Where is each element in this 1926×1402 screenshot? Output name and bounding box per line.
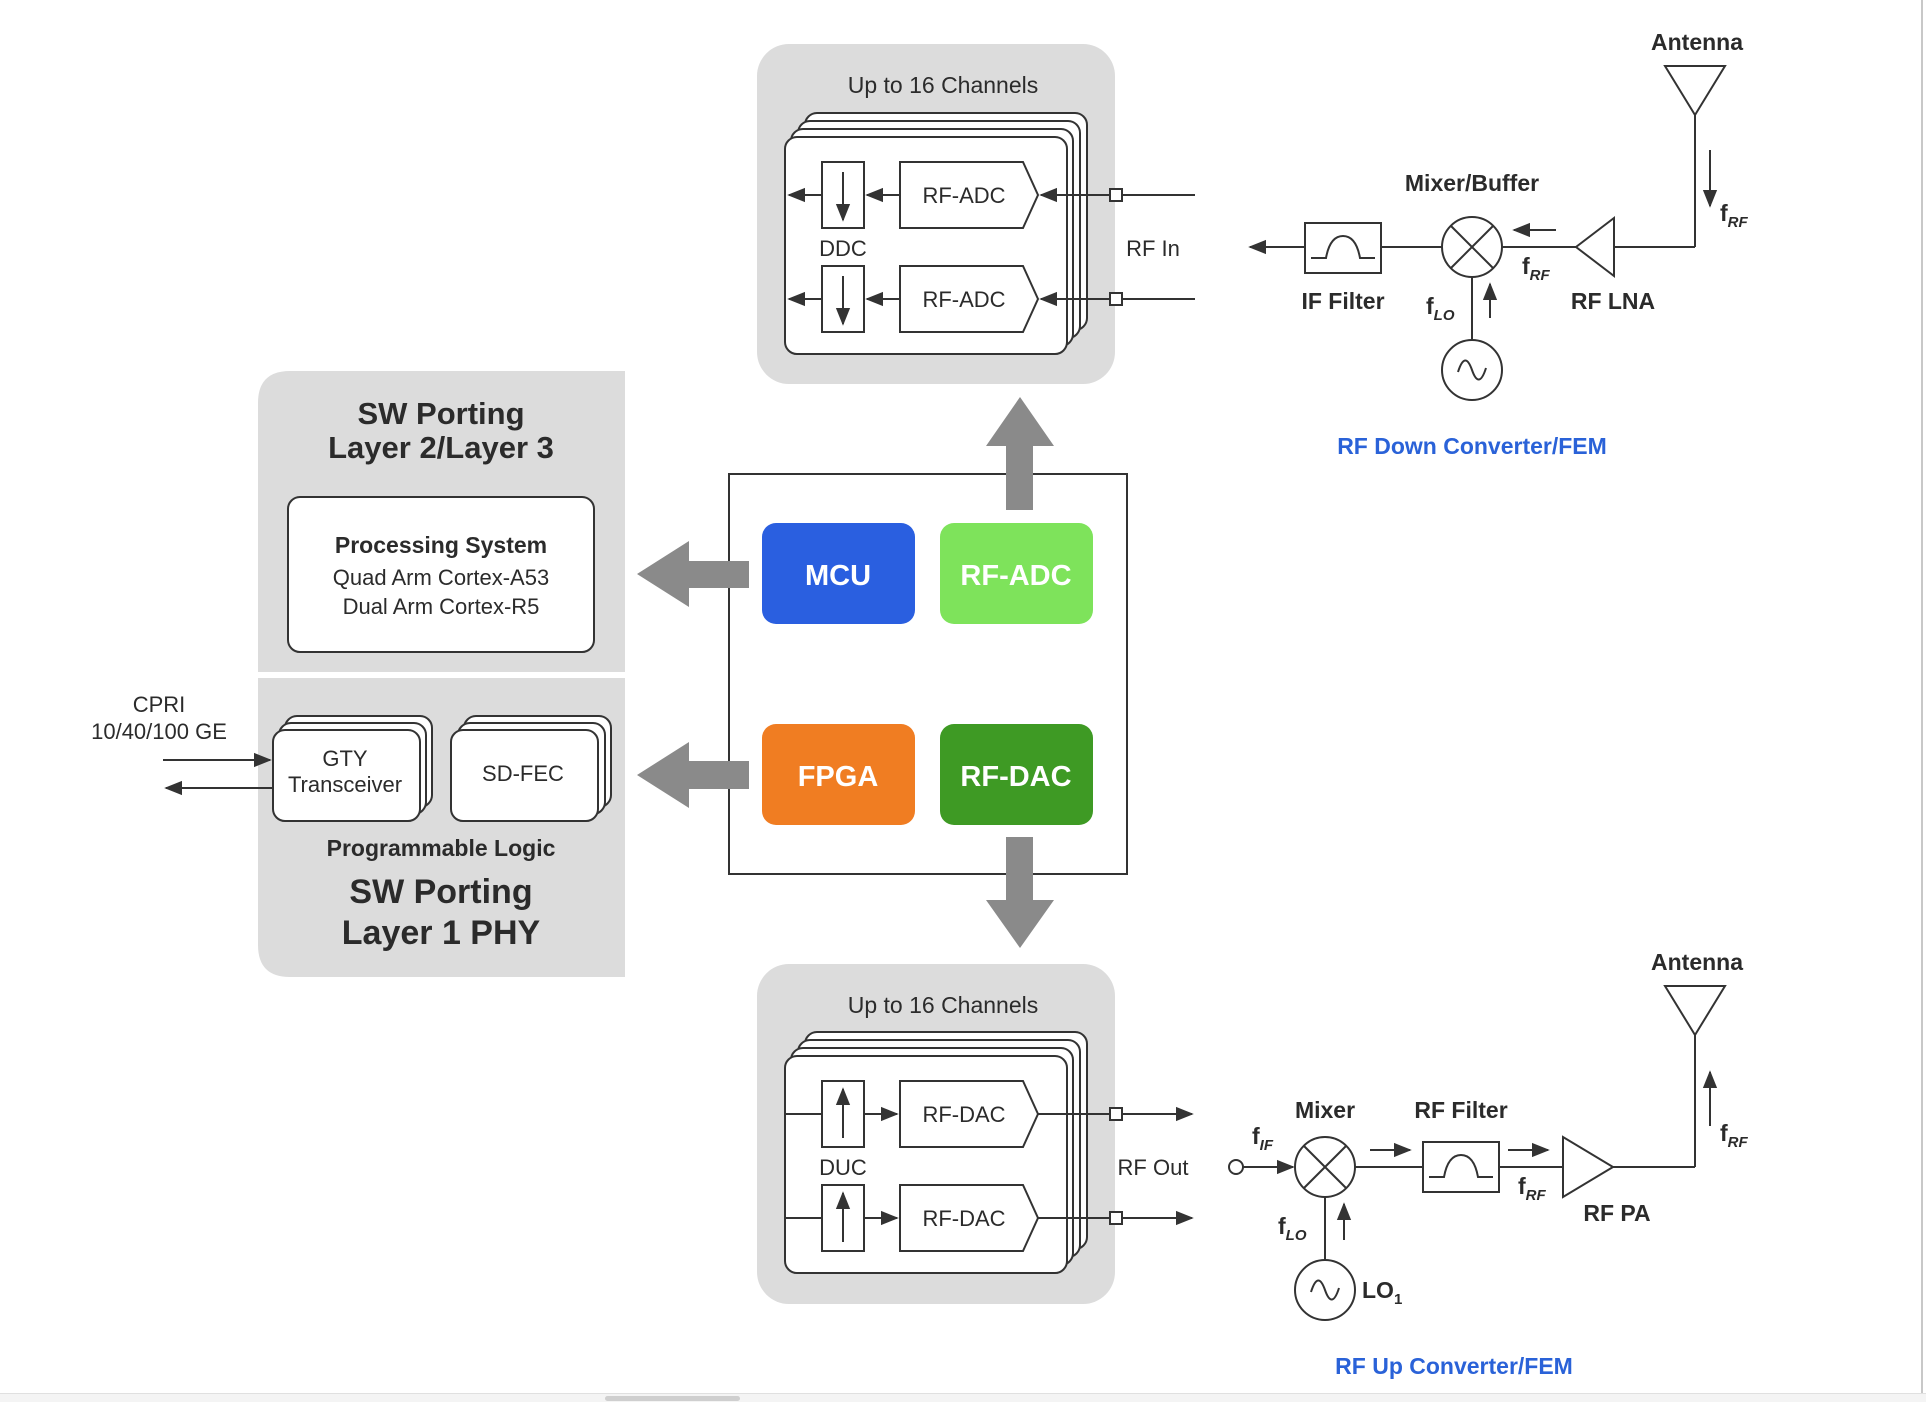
f-rf-label-antenna-tx: fRF [1720, 1120, 1749, 1151]
sd-fec-label: SD-FEC [482, 761, 564, 786]
rf-adc-block-2-label: RF-ADC [922, 287, 1005, 312]
cpri-line1: CPRI [133, 692, 186, 717]
dac-channels-panel: Up to 16 Channels DUC RF-DAC RF-DAC RF O… [757, 964, 1194, 1304]
dac-channels-title: Up to 16 Channels [848, 992, 1039, 1018]
sd-fec-box [450, 729, 599, 822]
processing-system-box [287, 496, 595, 653]
rf-pa-label: RF PA [1583, 1200, 1650, 1226]
mcu-label: MCU [805, 560, 871, 592]
arrow-left-to-pl [637, 742, 749, 808]
soc-box: MCU RF-ADC FPGA RF-DAC [728, 473, 1128, 875]
rf-in-label: RF In [1126, 236, 1180, 261]
rf-down-converter: IF Filter Mixer/Buffer fLO fRF RF LNA An… [1248, 29, 1749, 459]
cpri-interface: CPRI 10/40/100 GE [91, 692, 273, 796]
rf-up-converter-caption: RF Up Converter/FEM [1335, 1353, 1573, 1379]
if-filter-label: IF Filter [1301, 288, 1384, 314]
rf-adc-chip-label: RF-ADC [960, 560, 1071, 592]
sw-layer23-title-line1: SW Porting [357, 396, 524, 431]
rf-pa-icon [1562, 1135, 1615, 1199]
rf-dac-chip [940, 724, 1093, 825]
f-rf-label-mixer: fRF [1522, 253, 1551, 284]
arrow-up-to-adc [986, 397, 1054, 510]
arrow-left-to-ps [637, 541, 749, 607]
sw-layer1-title-line1: SW Porting [349, 873, 532, 911]
if-input-port [1228, 1159, 1244, 1175]
if-filter-block [1304, 222, 1382, 274]
sw-layer23-title-line2: Layer 2/Layer 3 [328, 430, 554, 465]
mixer-label: Mixer [1295, 1097, 1355, 1123]
f-rf-label-pa: fRF [1518, 1173, 1547, 1204]
antenna-label-tx: Antenna [1651, 949, 1743, 975]
sw-layer1-panel: GTY Transceiver SD-FEC Programmable Logi… [258, 678, 625, 977]
rf-adc-block-1-label: RF-ADC [922, 183, 1005, 208]
programmable-logic-label: Programmable Logic [327, 835, 556, 861]
fpga-label: FPGA [798, 761, 879, 793]
f-lo-label: fLO [1426, 293, 1455, 324]
processing-system-line2: Dual Arm Cortex-R5 [343, 594, 540, 619]
rf-adc-chip [940, 523, 1093, 624]
mcu-chip [762, 523, 915, 624]
rf-down-converter-caption: RF Down Converter/FEM [1337, 433, 1607, 459]
sw-layer1-title-line2: Layer 1 PHY [342, 914, 541, 952]
rf-adc-block-2 [899, 265, 1040, 333]
cpri-line2: 10/40/100 GE [91, 719, 227, 744]
antenna-icon-tx [1663, 985, 1727, 1037]
sw-layer23-panel: SW Porting Layer 2/Layer 3 Processing Sy… [258, 371, 625, 672]
processing-system-line1: Quad Arm Cortex-A53 [333, 565, 549, 590]
rf-filter-block [1422, 1141, 1500, 1193]
gty-line2: Transceiver [288, 772, 402, 797]
f-rf-label-antenna-rx: fRF [1720, 200, 1749, 231]
rf-dac-block-1-label: RF-DAC [922, 1102, 1005, 1127]
fpga-chip [762, 724, 915, 825]
antenna-label-rx: Antenna [1651, 29, 1743, 55]
horizontal-scrollbar[interactable] [0, 1393, 1926, 1402]
rf-dac-block-2 [899, 1184, 1040, 1252]
adc-channels-title: Up to 16 Channels [848, 72, 1039, 98]
gty-line1: GTY [322, 746, 368, 771]
gty-transceiver-box [272, 729, 421, 822]
mixer-buffer-label: Mixer/Buffer [1405, 170, 1539, 196]
rf-lna-label: RF LNA [1571, 288, 1655, 314]
arrow-down-to-dac [986, 837, 1054, 948]
rf-up-converter: fIF Mixer fLO LO1 RF Filter fRF RF PA An… [1228, 949, 1749, 1379]
processing-system-title: Processing System [335, 532, 547, 558]
f-lo-label-tx: fLO [1278, 1213, 1307, 1244]
rf-lna-icon [1574, 215, 1615, 279]
f-if-label: fIF [1252, 1123, 1274, 1154]
rf-dac-block-1 [899, 1080, 1040, 1148]
antenna-icon-rx [1663, 65, 1727, 117]
scrollbar-thumb[interactable] [605, 1396, 740, 1401]
lo1-label: LO1 [1362, 1277, 1402, 1308]
rf-out-label: RF Out [1118, 1155, 1189, 1180]
rf-dac-chip-label: RF-DAC [960, 761, 1071, 793]
rf-dac-block-2-label: RF-DAC [922, 1206, 1005, 1231]
ddc-label: DDC [819, 236, 867, 261]
adc-channels-panel: Up to 16 Channels DDC RF-ADC RF-ADC RF I… [757, 44, 1195, 384]
rf-adc-block-1 [899, 161, 1040, 229]
rf-filter-label: RF Filter [1414, 1097, 1507, 1123]
duc-label: DUC [819, 1155, 867, 1180]
